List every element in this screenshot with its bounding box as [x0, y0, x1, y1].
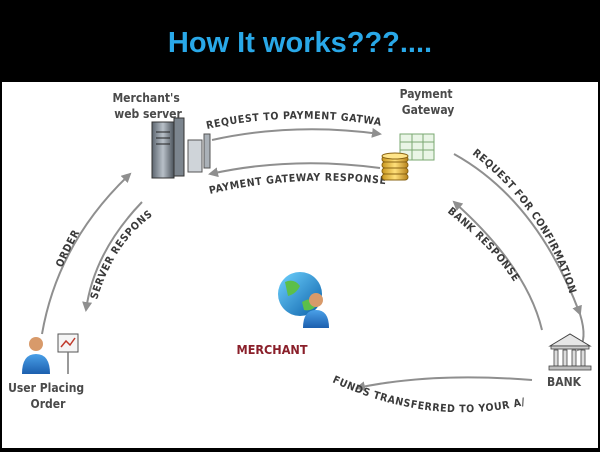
diagram-canvas: REQUEST TO PAYMENT GATWAY PAYMENT GATEWA…	[0, 73, 598, 448]
label-request-confirmation: REQUEST FOR CONFIRMATION	[470, 147, 578, 295]
label-bank-response: BANK RESPONSE	[445, 205, 522, 284]
flow-arrows	[41, 127, 588, 392]
merchant-label: MERCHANT	[237, 342, 308, 357]
merchant-globe-icon	[278, 272, 329, 328]
arrow-request-to-gateway	[211, 127, 382, 141]
payment-gateway-icon	[381, 133, 435, 181]
bank-icon	[548, 333, 592, 371]
arrow-server-response	[82, 201, 143, 312]
label-gateway-response: PAYMENT GATEWAY RESPONSE	[208, 172, 387, 197]
payment-flow-diagram: REQUEST TO PAYMENT GATWAY PAYMENT GATEWA…	[0, 73, 592, 415]
user-label: User Placing Order	[8, 381, 88, 411]
arrow-request-confirmation	[453, 153, 582, 316]
payment-gateway-label: Payment Gateway	[400, 87, 457, 117]
user-icon	[22, 333, 79, 374]
bank-label: BANK	[547, 375, 582, 389]
slide-title: How It works???....	[167, 27, 433, 59]
server-icon	[151, 117, 211, 179]
arrow-gateway-response	[208, 162, 381, 178]
arrow-bank-response	[452, 200, 543, 331]
merchant-server-label: Merchant's web server	[112, 91, 183, 121]
arrow-funds-transferred	[355, 376, 533, 392]
arrow-order	[41, 172, 132, 335]
label-order: ORDER	[54, 228, 83, 270]
label-request-to-gateway: REQUEST TO PAYMENT GATWAY	[2, 82, 383, 132]
